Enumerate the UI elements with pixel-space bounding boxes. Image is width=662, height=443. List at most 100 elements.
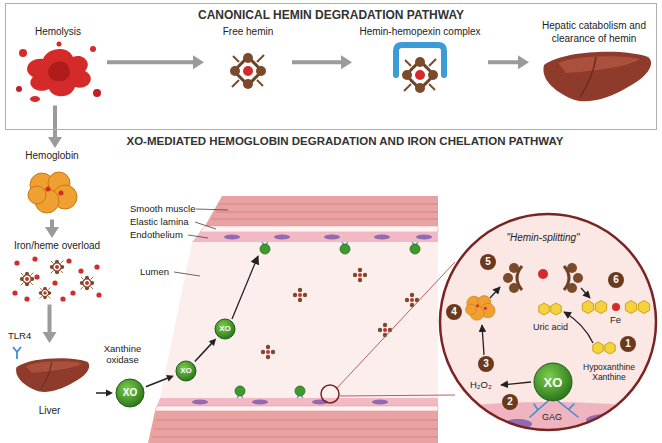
illustration-part (593, 342, 603, 354)
illustration-part (212, 219, 438, 220)
illustration-part (266, 355, 270, 359)
illustration-part (257, 80, 263, 86)
illustration-part (16, 358, 89, 392)
illustration-part (27, 48, 91, 95)
illustration-part (39, 286, 52, 299)
connector-line (53, 106, 57, 140)
illustration-part (490, 287, 500, 298)
illustration-part (196, 209, 228, 210)
illustration-part (261, 350, 265, 354)
illustration-part (337, 262, 455, 388)
illustration-part (32, 256, 37, 261)
illustration-part (438, 402, 658, 432)
complex-stage: Hemin-hemopexin complex (354, 26, 486, 99)
illustration-part (539, 303, 549, 315)
illustration-part (224, 235, 432, 240)
illustration-part (25, 282, 29, 286)
xo-circle: XO (115, 378, 145, 408)
illustration-part (116, 379, 144, 407)
illustration-part (51, 261, 53, 263)
illustration-part (482, 325, 484, 355)
illustration-part (85, 281, 89, 285)
illustration-part (260, 244, 270, 254)
stage-label: Liver (5, 405, 94, 418)
illustration-part (93, 89, 101, 97)
illustration-part (503, 273, 513, 283)
illustration-part (256, 66, 266, 76)
xo-label: XO (219, 325, 231, 333)
illustration-part (39, 296, 41, 298)
illustration-part (155, 406, 438, 411)
arrow-head (43, 332, 57, 343)
illustration-part (80, 275, 94, 289)
illustration-part (293, 293, 297, 297)
illustration-part (410, 293, 414, 297)
illustration-part (625, 301, 636, 314)
illustration-part (30, 96, 40, 102)
illustration-part (363, 273, 367, 277)
illustration-part (160, 242, 438, 398)
connector-line (146, 378, 169, 387)
illustration-part (12, 290, 17, 295)
connector-line (107, 60, 195, 64)
illustration-part (195, 222, 216, 229)
illustration-part (404, 84, 411, 91)
illustration-part (48, 287, 50, 289)
layer-label: Smooth muscle (130, 203, 195, 214)
illustration-part (582, 301, 593, 314)
connector-arrow (146, 375, 174, 387)
illustration-part (266, 350, 270, 354)
illustration-part (476, 304, 479, 307)
illustration-part (378, 328, 382, 332)
illustration-part (52, 280, 57, 285)
arrow-head (209, 339, 216, 347)
illustration-part (90, 46, 96, 52)
illustration-part (358, 268, 362, 272)
illustration-part (261, 345, 275, 359)
connector-line (48, 305, 52, 335)
illustration-part (41, 362, 52, 389)
illustration-part (551, 303, 561, 315)
molecule-label: H₂O₂ (470, 379, 492, 390)
illustration-part (378, 323, 392, 337)
illustration-part (233, 56, 239, 62)
molecule-label: Hypoxanthine Xanthine (578, 362, 640, 382)
illustration-part (501, 382, 531, 385)
illustration-part (80, 281, 84, 285)
illustration-part (298, 293, 302, 297)
xo-text-box: XO (533, 362, 573, 402)
illustration-part (378, 323, 392, 337)
stage-label: Hemoglobin (5, 150, 99, 163)
stage-label: Hemin-hemopexin complex (354, 26, 486, 39)
illustration-part (416, 235, 432, 240)
illustration-part (438, 402, 658, 432)
illustration-part (219, 204, 438, 205)
illustration-part (295, 386, 305, 396)
endothelial-xo (235, 242, 420, 398)
liver-stage: Liver (5, 345, 94, 418)
illustration-part (26, 361, 82, 372)
xo-label: XO (123, 388, 137, 398)
illustration-part (51, 270, 54, 273)
illustration-part (21, 282, 24, 285)
arrow-head (518, 55, 529, 69)
connector-arrow (292, 55, 352, 69)
illustration-part (372, 400, 388, 405)
callout-number: 5 (480, 254, 496, 270)
illustration-part (28, 172, 77, 213)
illustration-part (176, 361, 196, 381)
illustration-part (80, 275, 94, 289)
illustration-part (43, 291, 47, 295)
illustration-part (558, 56, 640, 73)
callout-number: 6 (608, 272, 624, 288)
illustration-part (517, 266, 569, 290)
callout-number: 3 (478, 356, 494, 372)
illustration-part (261, 345, 275, 359)
illustration-part (20, 271, 34, 285)
zoom-title: "Hemin-splitting" (493, 232, 593, 245)
molecule-label: Uric acid (528, 322, 573, 333)
hemolysis-stage: Hemolysis (11, 26, 105, 104)
illustration-part (174, 272, 200, 276)
enzyme-label: Xanthine oxidase (95, 343, 150, 366)
stage-label: Free hemin (206, 26, 290, 39)
